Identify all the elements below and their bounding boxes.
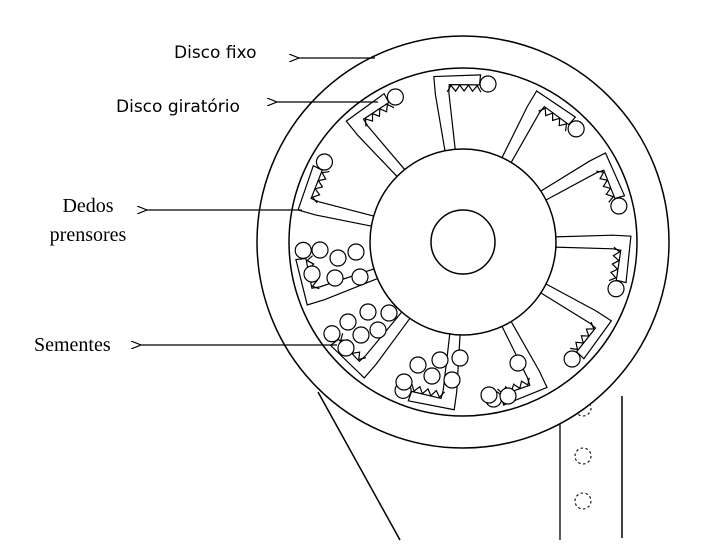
- seed: [431, 351, 449, 369]
- gripper-finger: [433, 74, 497, 152]
- gripper-fingers: [294, 74, 632, 411]
- seed: [509, 354, 527, 372]
- label-fingers-line2: prensores: [50, 224, 127, 246]
- label-rotating-disc: Disco giratório: [116, 97, 240, 117]
- held-seed: [607, 280, 625, 298]
- gripper-finger: [539, 152, 628, 215]
- seed: [443, 371, 461, 389]
- held-seed: [323, 325, 341, 343]
- seed: [352, 326, 370, 344]
- seed: [451, 349, 469, 367]
- gripper-finger: [297, 153, 375, 227]
- falling-seeds: [574, 399, 592, 510]
- held-seed: [386, 88, 404, 106]
- seed: [380, 304, 398, 322]
- tube-left-line: [317, 391, 401, 541]
- seed: [347, 243, 365, 261]
- seed: [369, 321, 387, 339]
- seed: [409, 356, 427, 374]
- held-seed: [563, 350, 581, 368]
- seed: [337, 339, 355, 357]
- held-seed: [610, 197, 628, 215]
- gripper-finger: [323, 310, 411, 379]
- axle-hole: [430, 209, 496, 275]
- held-seed: [479, 75, 497, 93]
- label-fingers-line1: Dedos: [62, 195, 113, 217]
- seed: [303, 265, 321, 283]
- gripper-finger: [345, 88, 406, 178]
- seed-pile: [303, 241, 527, 405]
- gripper-finger: [554, 234, 632, 298]
- seed: [311, 241, 329, 259]
- seed: [423, 367, 441, 385]
- seed: [499, 387, 517, 405]
- seed: [351, 268, 369, 286]
- seed: [480, 386, 498, 404]
- gripper-finger: [501, 90, 585, 164]
- label-fixed-disc: Disco fixo: [174, 43, 256, 63]
- seed: [339, 313, 357, 331]
- gripper-finger: [539, 282, 613, 368]
- held-seed: [315, 153, 334, 171]
- held-seed: [567, 120, 585, 138]
- seed: [326, 269, 344, 287]
- label-seeds: Sementes: [34, 334, 111, 356]
- held-seed: [294, 241, 312, 259]
- seed: [329, 249, 347, 267]
- seed: [395, 373, 413, 391]
- seed: [359, 303, 377, 321]
